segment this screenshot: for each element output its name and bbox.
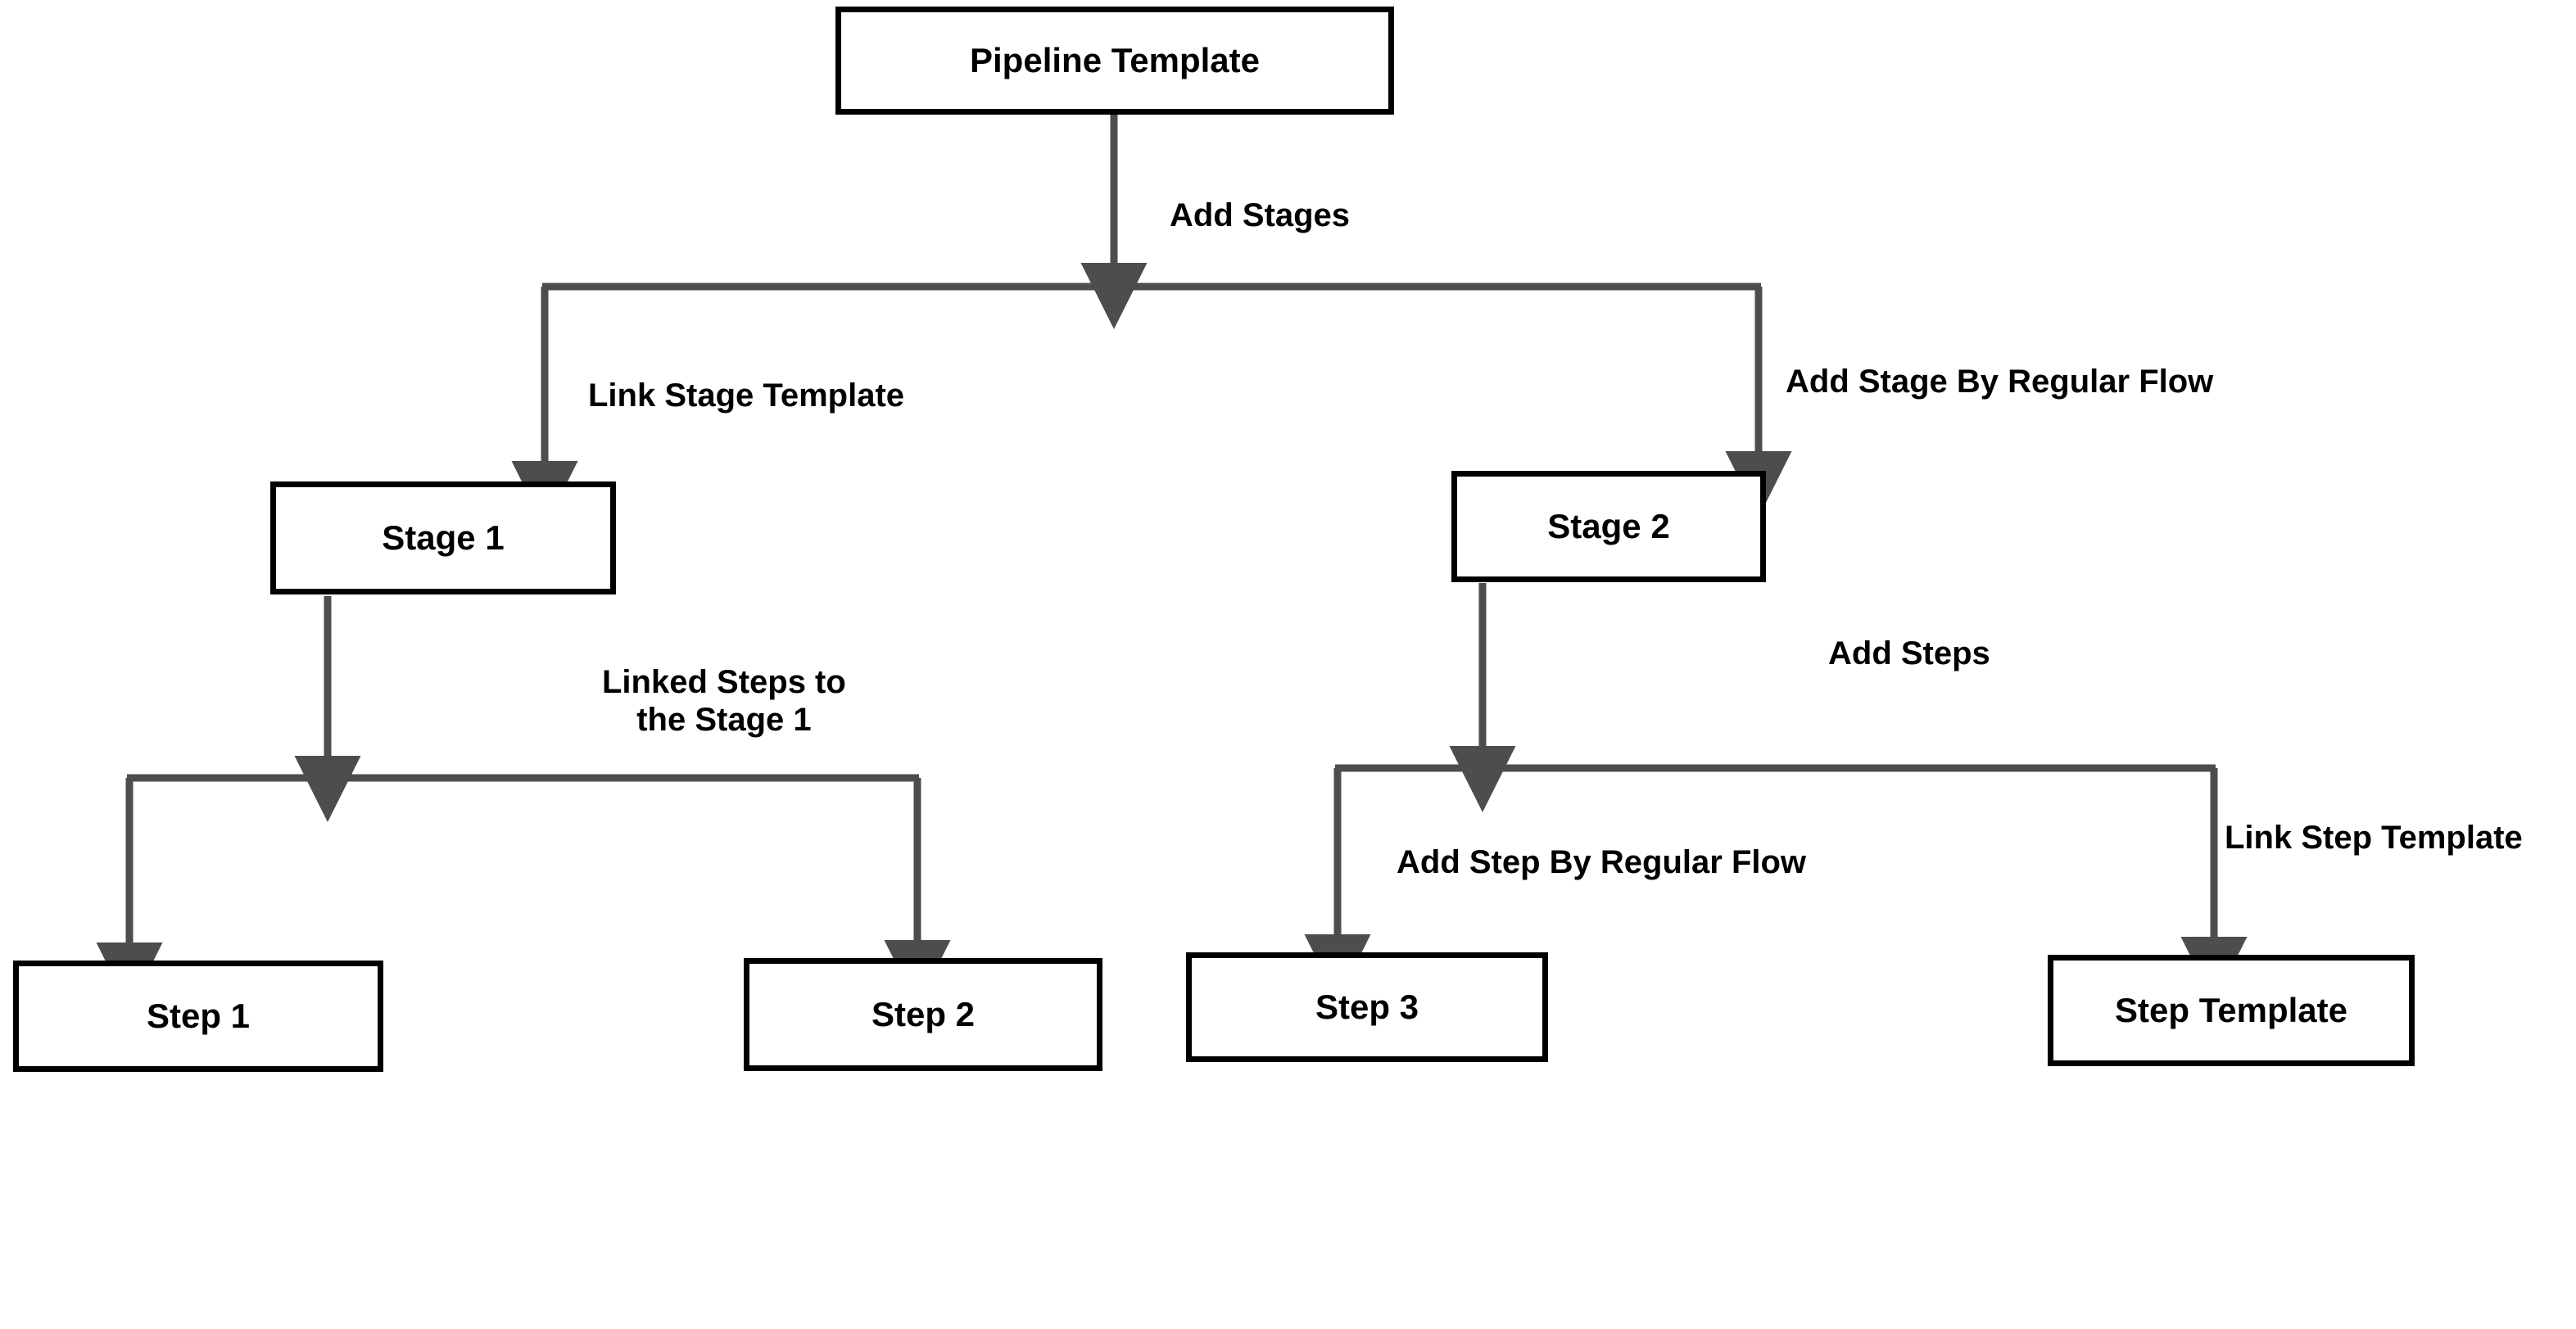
node-stage-2[interactable]: Stage 2: [1451, 471, 1766, 582]
edge-label-add-steps: Add Steps: [1828, 635, 1990, 671]
node-step-2[interactable]: Step 2: [744, 958, 1102, 1071]
node-step-1[interactable]: Step 1: [13, 961, 383, 1072]
node-pipeline-template[interactable]: Pipeline Template: [835, 7, 1394, 115]
node-step-template[interactable]: Step Template: [2048, 955, 2415, 1066]
edge-label-link-stage-template: Link Stage Template: [588, 377, 905, 414]
node-label-step-1: Step 1: [146, 997, 251, 1035]
node-label-step-template: Step Template: [2115, 991, 2347, 1029]
node-label-step-2: Step 2: [871, 995, 976, 1033]
node-label-step-3: Step 3: [1315, 988, 1419, 1026]
node-stage-1[interactable]: Stage 1: [270, 481, 616, 594]
edge-label-add-stage-by-regular-flow: Add Stage By Regular Flow: [1786, 364, 2214, 400]
edge-label-add-stages: Add Stages: [1170, 197, 1351, 233]
edge-label-add-step-by-regular-flow: Add Step By Regular Flow: [1397, 844, 1807, 880]
node-label-pipeline-template: Pipeline Template: [970, 41, 1260, 79]
edge-label-linked-steps-to-the-stage-1: Linked Steps to the Stage 1: [602, 664, 846, 738]
node-step-3[interactable]: Step 3: [1186, 952, 1548, 1062]
node-label-stage-1: Stage 1: [382, 518, 505, 557]
edge-label-link-step-template: Link Step Template: [2225, 820, 2523, 856]
node-label-stage-2: Stage 2: [1547, 507, 1670, 545]
